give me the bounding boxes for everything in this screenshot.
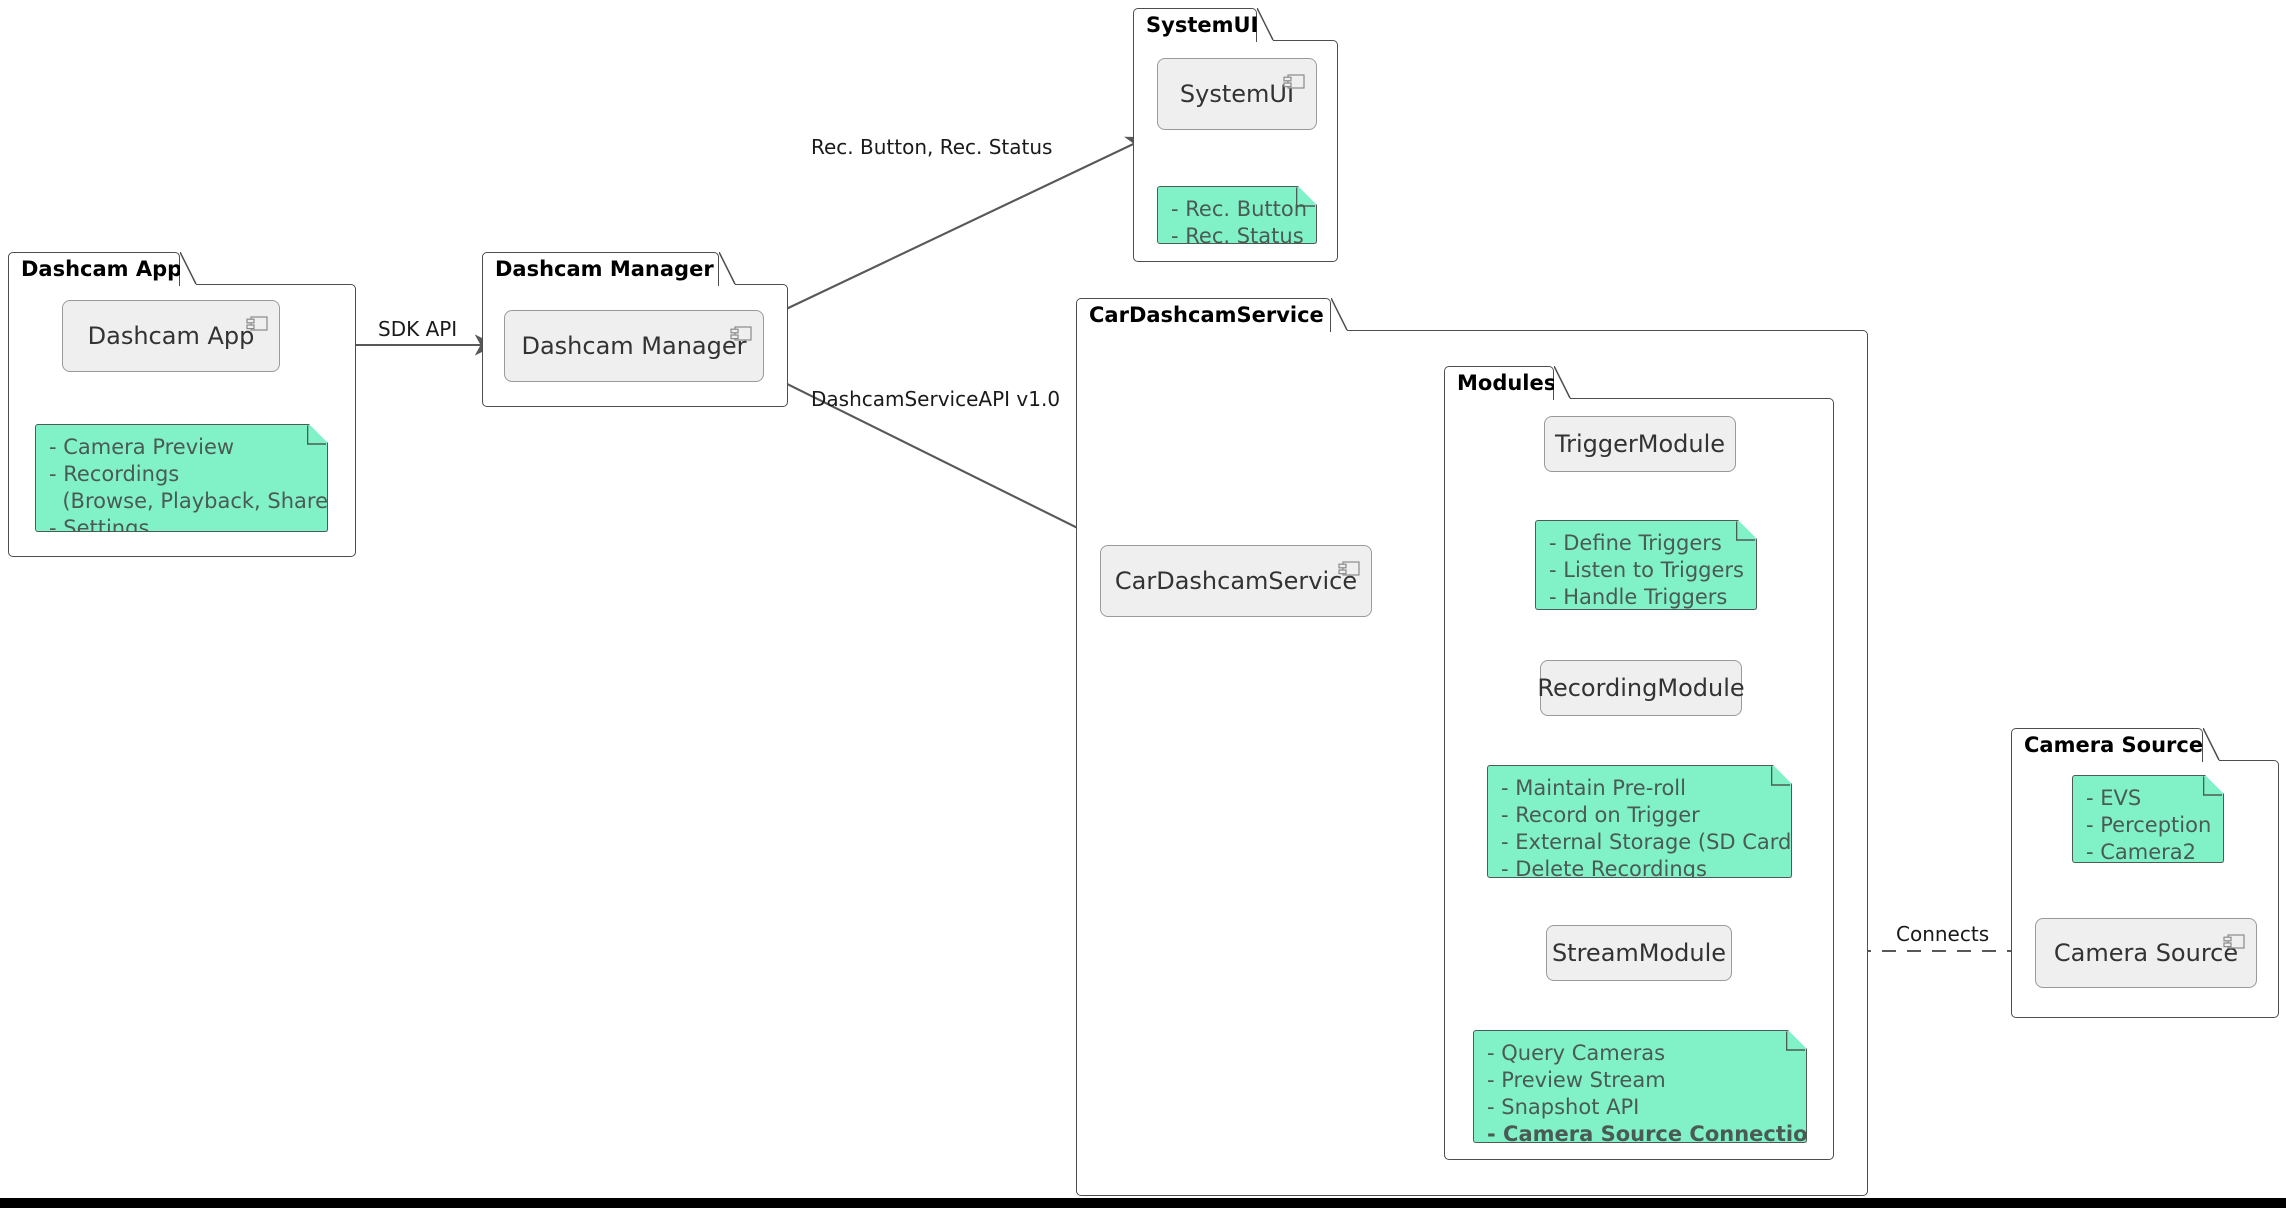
note-fold-icon	[1296, 187, 1316, 207]
component-stream-module[interactable]: StreamModule	[1546, 925, 1732, 981]
package-cardashcamservice-tab: CarDashcamService	[1076, 298, 1331, 332]
note-line: - Define Triggers	[1549, 531, 1722, 555]
note-line: - Rec. Status	[1171, 223, 1304, 248]
bottom-bar	[0, 1198, 2286, 1208]
component-cardashcamservice[interactable]: CarDashcamService	[1100, 545, 1372, 617]
package-tab-slope	[1331, 298, 1349, 332]
connector-dashcamserviceapi	[762, 371, 1128, 553]
connector-rec-status	[762, 136, 1148, 321]
note-line: - EVS	[2086, 786, 2142, 810]
note-trigger-module: - Define Triggers - Listen to Triggers -…	[1535, 520, 1757, 610]
component-icon	[730, 320, 752, 341]
note-line: - Rec. Button	[1171, 197, 1308, 221]
package-dashcam-manager-title: Dashcam Manager	[495, 256, 714, 281]
package-camera-source-title: Camera Source	[2024, 732, 2204, 757]
component-recording-module-label: RecordingModule	[1537, 674, 1745, 702]
package-dashcam-app-title: Dashcam App	[21, 256, 183, 281]
component-cardashcamservice-label: CarDashcamService	[1114, 567, 1358, 595]
package-modules-title: Modules	[1457, 370, 1557, 395]
note-fold-icon	[1736, 521, 1756, 541]
note-line: - Maintain Pre-roll	[1501, 776, 1686, 800]
edge-label-connects: Connects	[1890, 922, 1996, 946]
note-line: - Recordings	[49, 461, 180, 486]
note-line: - Record on Trigger	[1501, 802, 1700, 827]
component-systemui[interactable]: SystemUI	[1157, 58, 1317, 130]
component-icon	[2223, 928, 2245, 949]
package-tab-slope	[180, 252, 198, 286]
component-camera-source[interactable]: Camera Source	[2035, 918, 2257, 988]
note-fold-icon	[1771, 766, 1791, 786]
component-recording-module[interactable]: RecordingModule	[1537, 660, 1745, 716]
note-line: - Camera2	[2086, 839, 2197, 864]
note-systemui: - Rec. Button - Rec. Status	[1157, 186, 1317, 244]
note-line: - Preview Stream	[1487, 1067, 1666, 1092]
package-tab-slope	[719, 252, 737, 286]
component-dashcam-app[interactable]: Dashcam App	[62, 300, 280, 372]
note-line: - Camera Preview	[49, 435, 235, 459]
note-line: - Perception	[2086, 812, 2212, 837]
edge-label-dashcamserviceapi: DashcamServiceAPI v1.0	[811, 387, 1061, 411]
component-icon	[1338, 555, 1360, 576]
component-trigger-module[interactable]: TriggerModule	[1544, 416, 1736, 472]
note-line: - Listen to Triggers	[1549, 557, 1744, 582]
note-line: - Snapshot API	[1487, 1094, 1640, 1119]
note-recording-module: - Maintain Pre-roll - Record on Trigger …	[1487, 765, 1792, 878]
component-dashcam-app-label: Dashcam App	[87, 322, 255, 350]
package-tab-slope	[1554, 366, 1572, 400]
package-systemui-title: SystemUI	[1146, 12, 1259, 37]
component-dashcam-manager-label: Dashcam Manager	[521, 332, 747, 360]
note-line-bold-text: - Camera Source Connection	[1487, 1121, 1823, 1146]
note-fold-icon	[1786, 1031, 1806, 1051]
package-tab-slope	[1257, 8, 1275, 42]
note-line: (Browse, Playback, Share)	[49, 488, 337, 513]
component-dashcam-manager[interactable]: Dashcam Manager	[504, 310, 764, 382]
component-icon	[246, 310, 268, 331]
package-modules-tab: Modules	[1444, 366, 1557, 400]
note-line-bold: - Camera Source Connection	[1487, 1121, 1792, 1148]
package-dashcam-app-tab: Dashcam App	[8, 252, 183, 286]
package-tab-slope	[2203, 728, 2221, 762]
note-line: - Query Cameras	[1487, 1041, 1666, 1065]
note-stream-module: - Query Cameras - Preview Stream - Snaps…	[1473, 1030, 1807, 1143]
note-fold-icon	[2203, 776, 2223, 796]
note-dashcam-app: - Camera Preview - Recordings (Browse, P…	[35, 424, 328, 532]
edge-label-rec-status: Rec. Button, Rec. Status	[811, 135, 1053, 159]
note-camera-source: - EVS - Perception - Camera2	[2072, 775, 2224, 863]
component-systemui-label: SystemUI	[1179, 80, 1295, 108]
package-cardashcamservice-title: CarDashcamService	[1089, 302, 1324, 327]
package-dashcam-manager-tab: Dashcam Manager	[482, 252, 719, 286]
note-line: - Handle Triggers	[1549, 584, 1728, 609]
note-line: - Delete Recordings	[1501, 856, 1707, 881]
note-line: - External Storage (SD Card)	[1501, 829, 1800, 854]
edge-label-sdk-api: SDK API	[378, 317, 458, 341]
package-camera-source-tab: Camera Source	[2011, 728, 2203, 762]
package-systemui-tab: SystemUI	[1133, 8, 1259, 42]
note-fold-icon	[307, 425, 327, 445]
component-icon	[1283, 68, 1305, 89]
component-stream-module-label: StreamModule	[1551, 939, 1727, 967]
component-camera-source-label: Camera Source	[2053, 939, 2239, 967]
component-trigger-module-label: TriggerModule	[1554, 430, 1726, 458]
